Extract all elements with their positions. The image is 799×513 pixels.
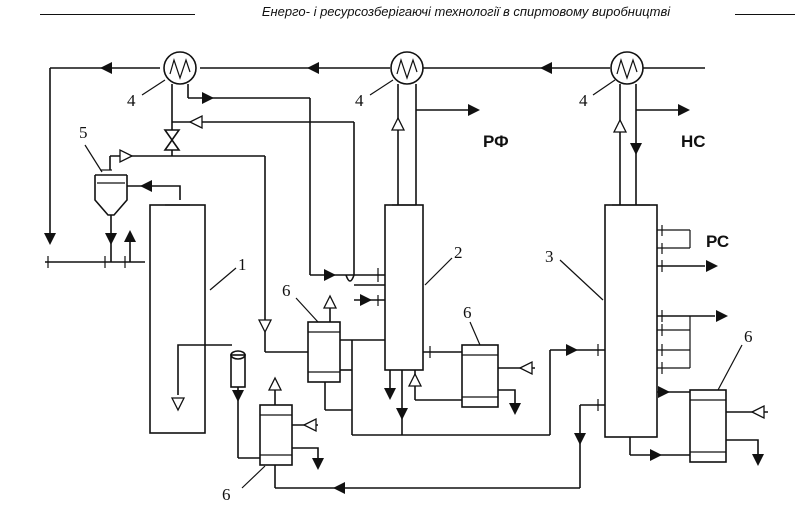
- flow-arrow-left-open: [518, 360, 533, 376]
- flow-arrow-up-open: [612, 118, 628, 133]
- label-condenser-3: 4: [579, 91, 588, 110]
- flow-arrow-left: [100, 62, 112, 74]
- flow-arrow-right-open: [119, 148, 134, 164]
- column-2: [351, 104, 550, 436]
- small-separator: [230, 350, 260, 459]
- heat-exchanger-right-of-col2: [461, 344, 535, 415]
- flow-arrow-up-open: [390, 116, 406, 131]
- flow-arrow-left: [333, 482, 345, 494]
- condenser-1-piping: [109, 92, 355, 352]
- header-rule-right: [735, 14, 795, 15]
- flow-arrow-right: [706, 260, 718, 272]
- heat-exchanger-bottom-left: [259, 376, 580, 494]
- column-2-feeds: [340, 268, 385, 306]
- heat-exchanger-middle: [265, 294, 385, 411]
- heat-exchanger-far-right: [689, 389, 768, 466]
- flow-arrow-left-open: [750, 404, 765, 420]
- flow-arrow-down: [105, 233, 117, 245]
- flow-arrow-up: [124, 230, 136, 242]
- flow-arrow-left-open: [302, 417, 317, 433]
- flow-arrow-left: [540, 62, 552, 74]
- stream-ns-label: НС: [681, 132, 706, 151]
- flow-arrow-left-open: [188, 114, 203, 130]
- label-separator: 5: [79, 123, 88, 142]
- flow-arrow-right: [324, 269, 336, 281]
- label-column-2: 2: [454, 243, 463, 262]
- column-3: [574, 104, 728, 488]
- label-heat-exchanger-mid: 6: [282, 281, 291, 300]
- flow-arrow-right: [360, 294, 372, 306]
- label-heat-exchanger-col2: 6: [463, 303, 472, 322]
- flow-arrow-right: [716, 310, 728, 322]
- flow-arrow-right: [202, 92, 214, 104]
- stream-rs-label: РС: [706, 232, 729, 251]
- flow-arrow-right: [678, 104, 690, 116]
- flow-arrow-down: [752, 454, 764, 466]
- label-column-3: 3: [545, 247, 554, 266]
- header-title: Енерго- і ресурсозберігаючі технології в…: [261, 4, 671, 19]
- label-condenser-1: 4: [127, 91, 136, 110]
- flow-arrow-down: [396, 408, 408, 420]
- flow-arrow-left: [140, 180, 152, 192]
- flow-arrow-down: [509, 403, 521, 415]
- flow-arrow-up-open: [407, 372, 423, 387]
- flow-arrow-down: [574, 433, 586, 445]
- flow-arrow-down: [630, 143, 642, 155]
- flow-arrow-left: [307, 62, 319, 74]
- flow-arrow-right: [566, 344, 578, 356]
- label-condenser-2: 4: [355, 91, 364, 110]
- page-header: Енерго- і ресурсозберігаючі технології в…: [0, 0, 799, 30]
- flow-arrow-down-open: [257, 319, 273, 334]
- flow-arrow-right: [468, 104, 480, 116]
- flow-arrow-down: [384, 388, 396, 400]
- condenser-1: [163, 51, 197, 130]
- flow-arrow-down: [232, 390, 244, 402]
- condenser-2: [390, 51, 424, 205]
- separator: [94, 169, 181, 262]
- valve-bottom: [163, 138, 181, 151]
- label-heat-exchanger-fr: 6: [744, 327, 753, 346]
- label-column-1: 1: [238, 255, 247, 274]
- flow-arrow-up-open: [322, 294, 338, 309]
- flow-arrow-down-open: [170, 397, 186, 412]
- flow-arrow-up-open: [267, 376, 283, 391]
- header-rule-left: [40, 14, 195, 15]
- flow-arrow-down: [312, 458, 324, 470]
- flow-arrow-right: [650, 449, 662, 461]
- stream-rf-label: РФ: [483, 132, 509, 151]
- flow-arrow-right: [658, 386, 670, 398]
- flow-arrow-down: [44, 233, 56, 245]
- column-1: [149, 204, 232, 434]
- valve-top: [163, 129, 181, 142]
- label-heat-exchanger-bl: 6: [222, 485, 231, 504]
- cooling-water-main: [44, 62, 705, 245]
